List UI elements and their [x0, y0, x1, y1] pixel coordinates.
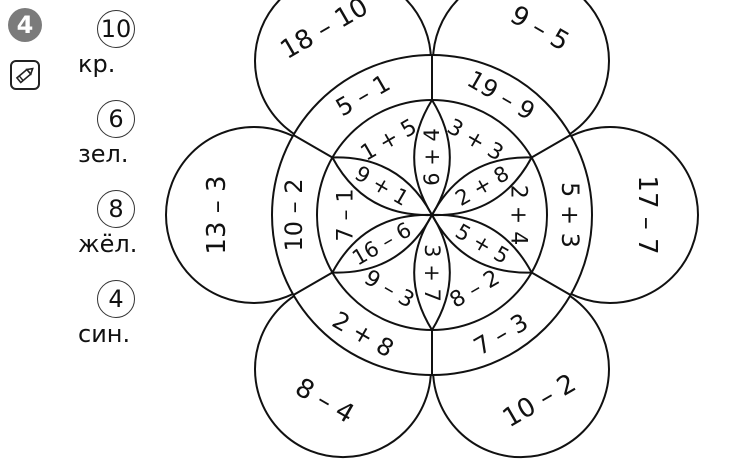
inner-petal: [413, 213, 451, 332]
outer-petal-label: 17 – 7: [632, 175, 662, 254]
task-number: 4: [16, 11, 34, 39]
outer-petal-label: 13 – 3: [202, 175, 232, 254]
ring-divider: [292, 271, 333, 296]
legend-label: жёл.: [78, 230, 138, 258]
legend-item-yellow: 8 жёл.: [78, 190, 168, 258]
ring-divider: [531, 134, 572, 159]
sector-label: 7 – 1: [334, 189, 359, 242]
sector-label: 2 + 4: [506, 185, 531, 245]
ring-segment-label: 10 – 2: [280, 178, 308, 251]
legend-item-blue: 4 син.: [78, 280, 168, 348]
pencil-icon: [10, 60, 40, 90]
inner-petal: [413, 98, 451, 217]
legend-number: 4: [97, 280, 135, 318]
legend-number: 6: [97, 100, 135, 138]
ring-divider: [531, 271, 572, 296]
inner-petal: [430, 213, 534, 274]
ring-divider: [292, 134, 333, 159]
inner-petal-label: 6 + 4: [420, 128, 444, 186]
legend-label: зел.: [78, 140, 129, 168]
inner-petal: [330, 213, 434, 274]
inner-petal: [430, 156, 534, 217]
legend-number: 8: [97, 190, 135, 228]
legend-number: 10: [97, 10, 135, 48]
inner-petal: [330, 156, 434, 217]
task-number-badge: 4: [8, 8, 42, 42]
legend-label: кр.: [78, 50, 116, 78]
legend-item-red: 10 кр.: [78, 10, 168, 78]
pencil-glyph: [15, 67, 34, 84]
legend-label: син.: [78, 320, 131, 348]
ring-segment-label: 5 + 3: [556, 182, 584, 248]
inner-petal-label: 3 + 7: [420, 244, 444, 302]
legend-item-green: 6 зел.: [78, 100, 168, 168]
